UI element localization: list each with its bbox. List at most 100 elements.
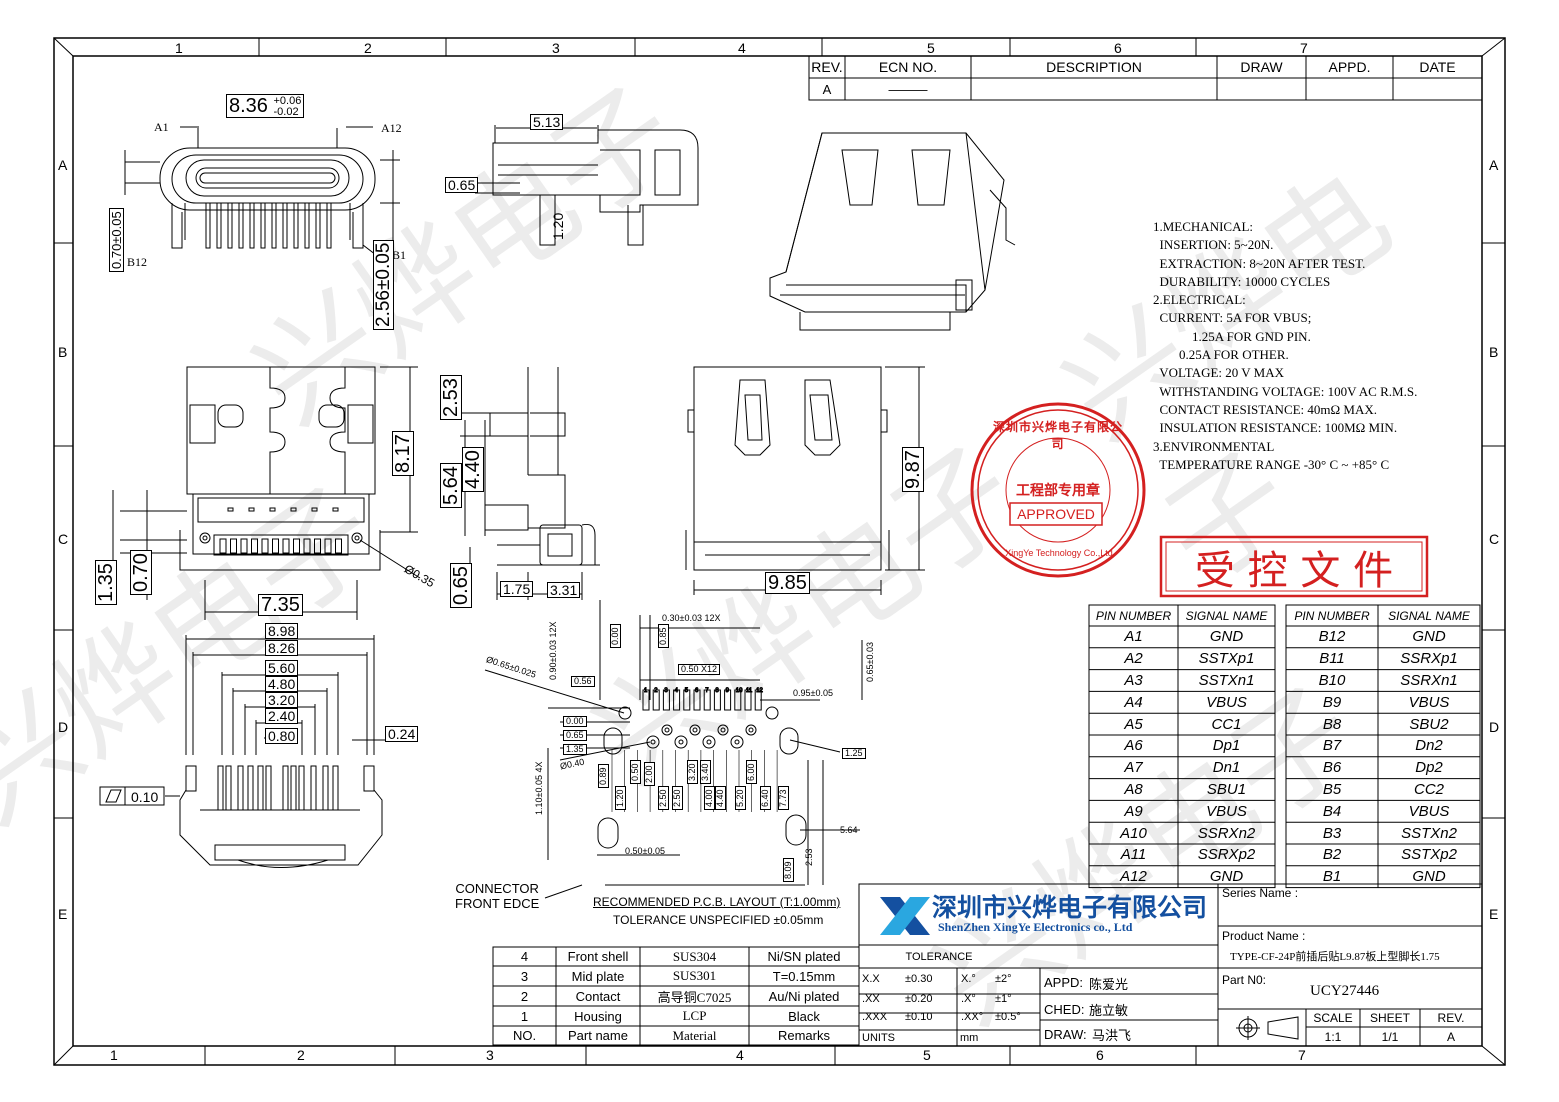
pcb-pad bbox=[693, 689, 701, 711]
part-number: UCY27446 bbox=[1310, 983, 1380, 999]
pcb-pad bbox=[683, 689, 691, 711]
pin-lead bbox=[271, 202, 277, 249]
pcb-dim-135: 1.35 bbox=[563, 744, 587, 755]
pin-lead bbox=[238, 202, 244, 249]
pcb-pad bbox=[713, 689, 721, 711]
signal-name: SSRXn1 bbox=[1400, 671, 1458, 689]
spec-line: CONTACT RESISTANCE: 40mΩ MAX. bbox=[1153, 401, 1378, 417]
pcb-dim-125: 1.25 bbox=[842, 748, 866, 759]
pcb-dim-564: 5.64 bbox=[840, 825, 858, 835]
spec-line: INSULATION RESISTANCE: 100MΩ MIN. bbox=[1153, 420, 1398, 436]
pcb-via-inner bbox=[650, 739, 656, 745]
bom-cell: Part name bbox=[568, 1028, 628, 1043]
bom-cell: Ni/SN plated bbox=[767, 949, 841, 964]
pin-number: B1 bbox=[1322, 868, 1342, 886]
pin-lead bbox=[205, 202, 211, 249]
pin-window bbox=[332, 507, 339, 512]
pcb-dim-095: 0.95±0.05 bbox=[793, 688, 833, 698]
signal-name: Dp2 bbox=[1415, 759, 1443, 777]
pin-number: A1 bbox=[1124, 628, 1143, 646]
bom-cell: 高导铜C7025 bbox=[657, 989, 732, 1005]
dim-5-60: 5.60 bbox=[265, 660, 299, 676]
pin-lead bbox=[298, 765, 305, 811]
tolerance-cell: ±0.30 bbox=[905, 973, 933, 985]
row-right-B: B bbox=[1489, 344, 1499, 360]
row-right-E: E bbox=[1489, 906, 1499, 922]
pin-table-header: SIGNAL NAME bbox=[1388, 608, 1470, 623]
pcb-via-inner bbox=[678, 739, 684, 745]
pcb-pad-number: 7 bbox=[705, 688, 709, 694]
pin-number: B10 bbox=[1318, 671, 1346, 689]
approval-stamp bbox=[970, 402, 1146, 578]
tolerance-cell: ±1° bbox=[995, 993, 1012, 1005]
bom-cell: SUS304 bbox=[672, 948, 717, 964]
signal-name: GND bbox=[1209, 868, 1244, 886]
row-right-D: D bbox=[1489, 719, 1500, 735]
pin-number: A12 bbox=[1120, 868, 1147, 886]
pin-lead bbox=[315, 202, 321, 249]
bom-cell: Remarks bbox=[777, 1028, 830, 1043]
pcb-dim-050x12: 0.50 X12 bbox=[678, 664, 721, 675]
dim-0-65-side: 0.65 bbox=[445, 177, 479, 193]
row-left-A: A bbox=[58, 157, 68, 173]
signal-name: VBUS bbox=[1206, 802, 1247, 820]
pin-lead bbox=[247, 765, 254, 811]
pin-contact bbox=[303, 538, 311, 554]
pin-lead bbox=[237, 765, 244, 811]
pin-number: B2 bbox=[1322, 846, 1342, 864]
stamp-company: 深圳市兴烨电子有限公司 bbox=[992, 420, 1123, 451]
pin-lead bbox=[260, 202, 266, 249]
pin-number: A3 bbox=[1124, 671, 1143, 689]
spec-line: 1.MECHANICAL: bbox=[1153, 219, 1254, 234]
col-bottom-3: 3 bbox=[486, 1047, 494, 1063]
dim-4-80: 4.80 bbox=[265, 676, 299, 692]
pin-window bbox=[290, 507, 297, 512]
pcb-layout-title: RECOMMENDED P.C.B. LAYOUT (T:1.00mm) bbox=[593, 895, 841, 909]
spec-line: VOLTAGE: 20 V MAX bbox=[1153, 365, 1285, 381]
pin-contact bbox=[230, 538, 237, 554]
col-top-6: 6 bbox=[1114, 40, 1122, 56]
pin-number: A5 bbox=[1124, 715, 1143, 733]
signal-name: SSTXn2 bbox=[1401, 824, 1457, 842]
dim-8-36: 8.36 +0.06-0.02 bbox=[226, 94, 305, 118]
signal-name: SSRXp2 bbox=[1197, 846, 1256, 864]
pcb-dim-050: 0.50±0.05 bbox=[625, 846, 665, 856]
spec-line: DURABILITY: 10000 CYCLES bbox=[1153, 273, 1331, 289]
pin-lead bbox=[304, 202, 310, 249]
pcb-pad-number: 2 bbox=[654, 688, 658, 694]
row-right-A: A bbox=[1489, 157, 1499, 173]
col-top-1: 1 bbox=[175, 40, 183, 56]
appd-label: APPD: bbox=[1044, 975, 1084, 990]
pin-lead bbox=[265, 765, 272, 811]
pcb-via-inner bbox=[706, 739, 712, 745]
pin-contact bbox=[272, 538, 279, 554]
pcb-slot bbox=[597, 817, 619, 849]
scale-label: SCALE bbox=[1313, 1011, 1353, 1025]
tolerance-cell: ±2° bbox=[995, 973, 1012, 985]
pcb-dim-056: 0.56 bbox=[571, 676, 595, 687]
draw-header: DRAW bbox=[1240, 59, 1283, 75]
pcb-tolerance-note: TOLERANCE UNSPECIFIED ±0.05mm bbox=[613, 913, 824, 927]
pcb-pad bbox=[724, 689, 732, 711]
signal-name: Dn1 bbox=[1212, 759, 1241, 777]
description-header: DESCRIPTION bbox=[1046, 59, 1142, 75]
pcb-pad-number: 11 bbox=[746, 688, 753, 694]
pin-contact bbox=[293, 538, 300, 554]
signal-name: SBU1 bbox=[1206, 780, 1247, 798]
bom-cell: 2 bbox=[520, 988, 529, 1004]
pcb-slot bbox=[779, 727, 799, 755]
col-bottom-4: 4 bbox=[736, 1047, 744, 1063]
rev-header: REV. bbox=[811, 59, 843, 75]
row-left-C: C bbox=[58, 531, 69, 547]
pin-number: A8 bbox=[1124, 780, 1143, 798]
tolerance-cell: .XX bbox=[862, 993, 880, 1005]
pin-lead bbox=[249, 202, 255, 249]
row-left-D: D bbox=[58, 719, 69, 735]
pin-number: B9 bbox=[1322, 693, 1342, 711]
pcb-dim-030: 0.30±0.03 12X bbox=[662, 613, 721, 623]
pin-number: A6 bbox=[1124, 737, 1143, 755]
signal-name: VBUS bbox=[1408, 802, 1450, 820]
dim-7-35: 7.35 bbox=[258, 594, 303, 616]
signal-name: SSTXp1 bbox=[1198, 650, 1255, 668]
